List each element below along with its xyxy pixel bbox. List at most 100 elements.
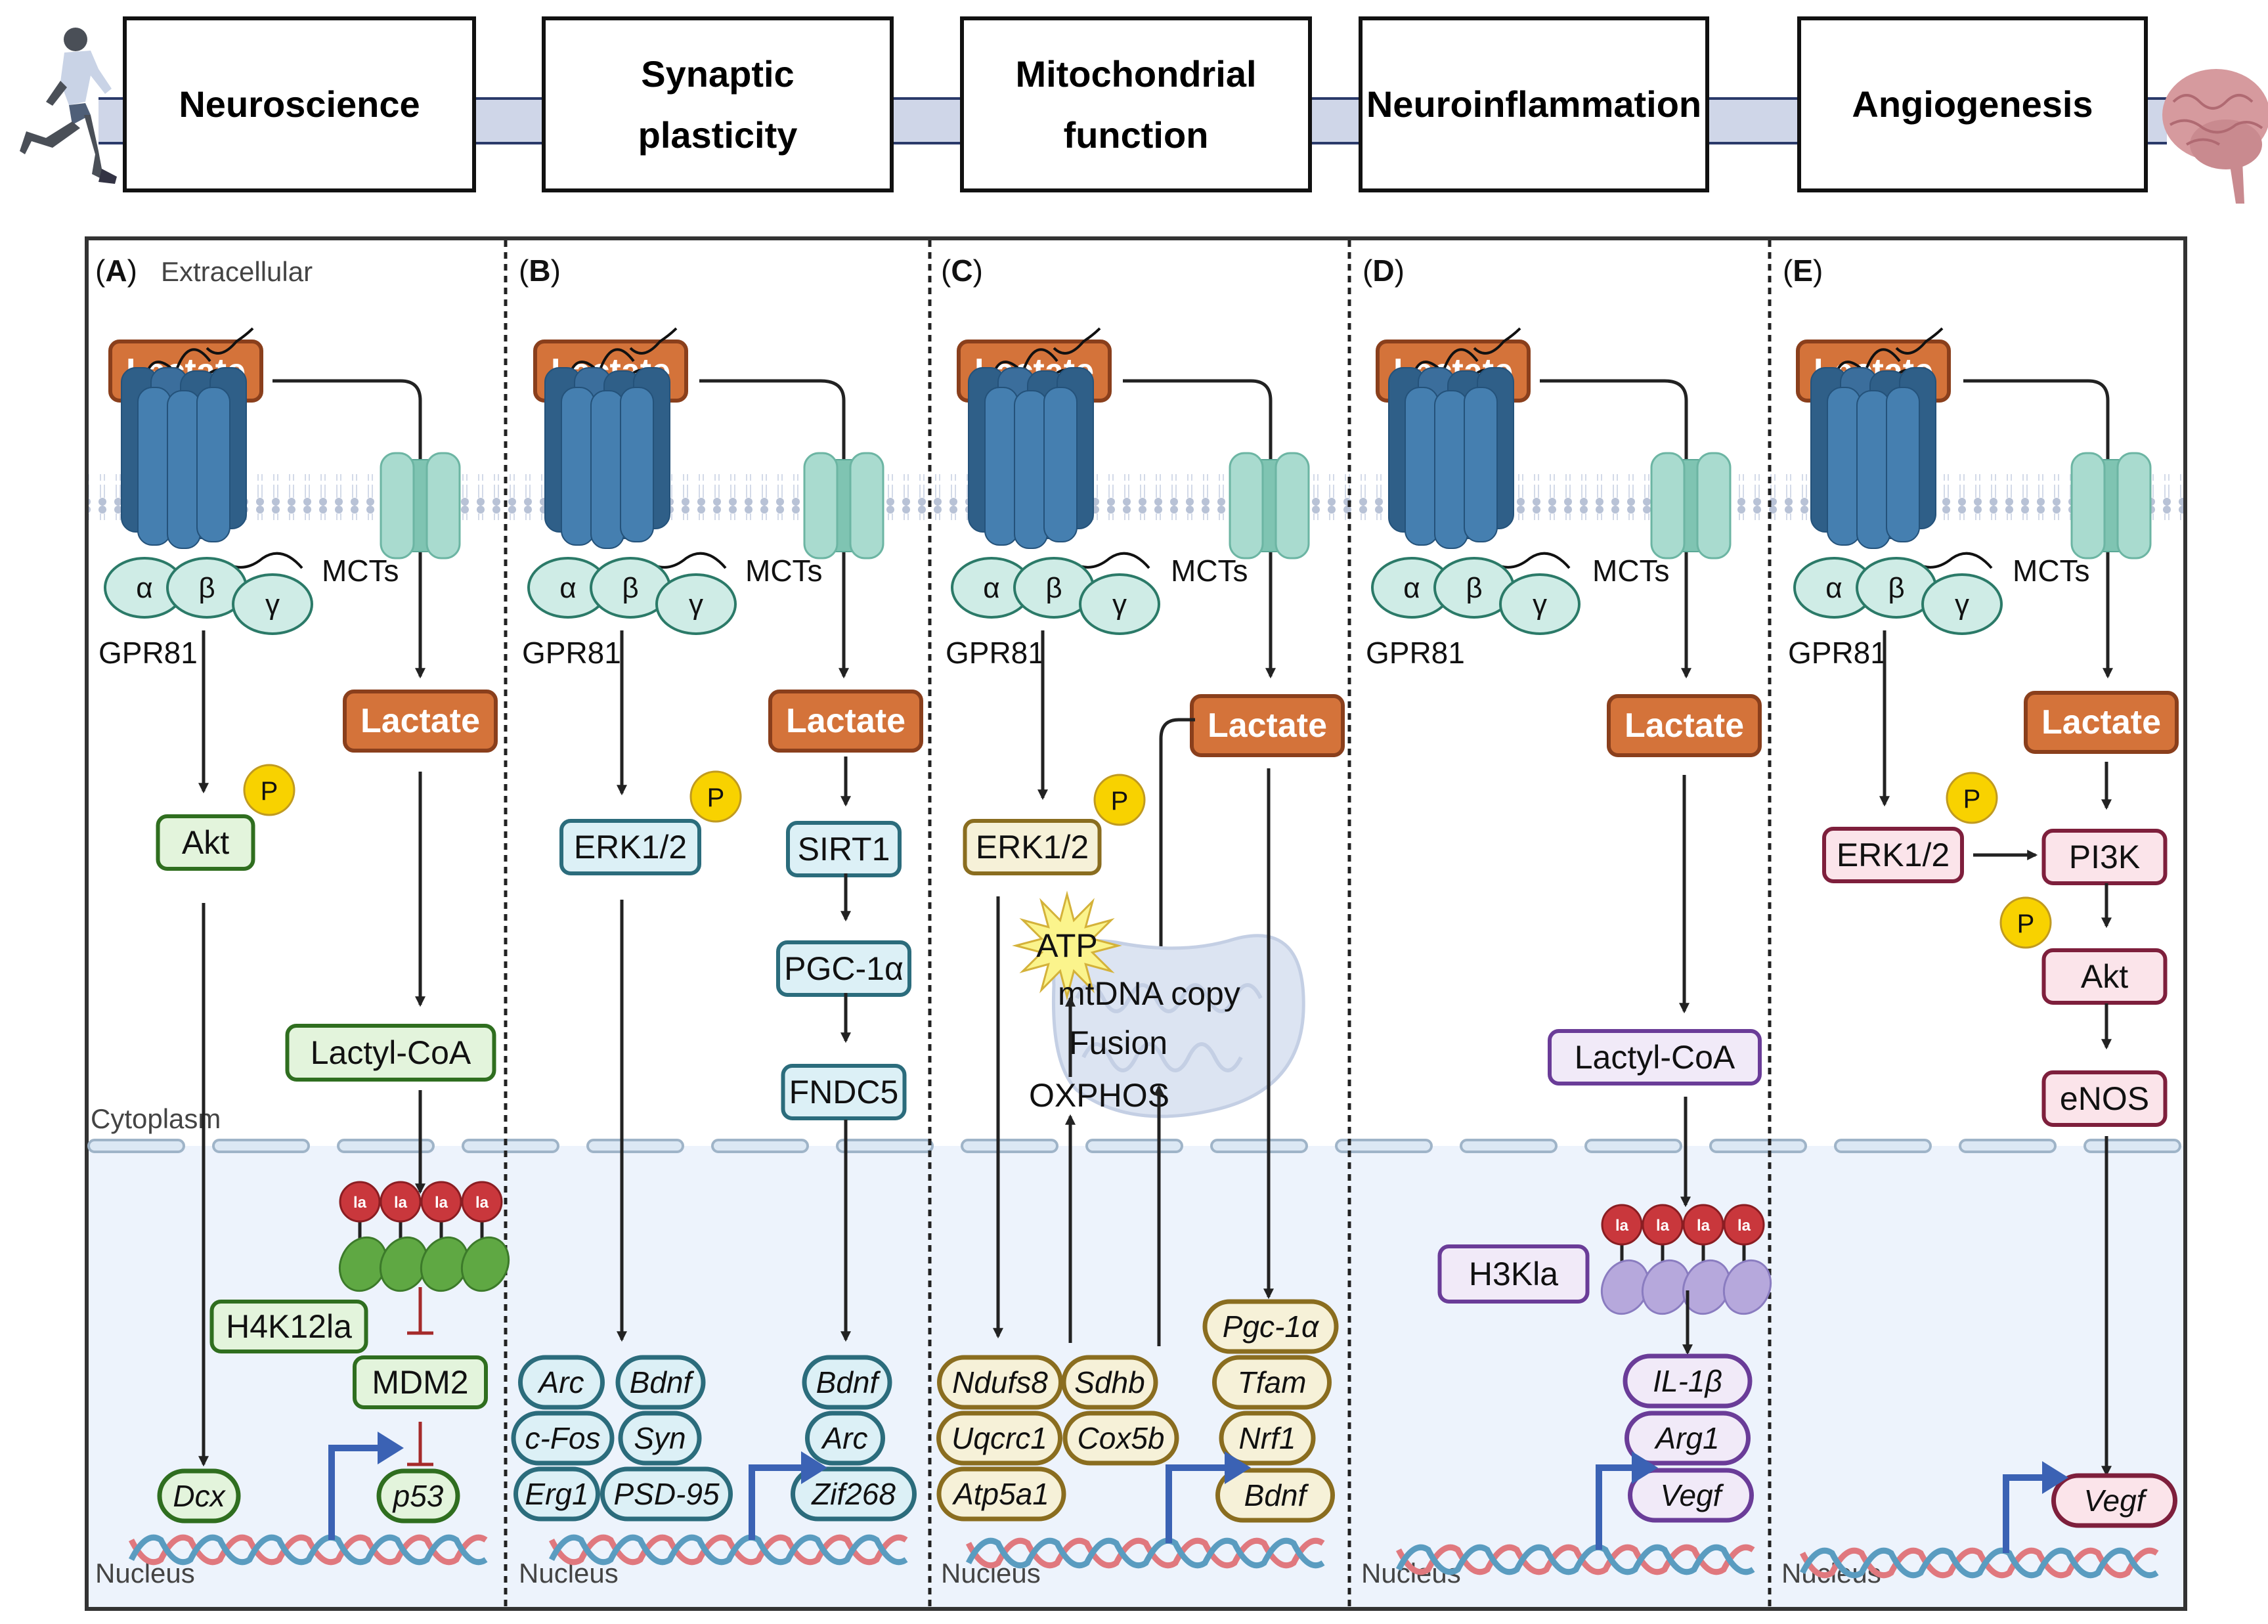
akt-node: Akt (2041, 948, 2168, 1005)
gene-pill (936, 1466, 1066, 1522)
gpr81-label: GPR81 (522, 636, 621, 670)
mct-transporter-icon: MCTs (745, 452, 884, 588)
gene-pill (513, 1466, 600, 1522)
helix (1827, 387, 1861, 546)
mdm2-node-label: MDM2 (372, 1364, 468, 1401)
dna-strand (965, 1537, 1325, 1569)
fusion-label: Fusion (1069, 1024, 1167, 1061)
gene-label: Sdhb (1074, 1365, 1145, 1399)
mcts-label: MCTs (322, 554, 399, 588)
gpr81-label: GPR81 (1366, 636, 1465, 670)
enos-node-shape (2041, 1070, 2168, 1127)
receptor-loops (567, 327, 678, 385)
erk-node-shape (559, 819, 701, 875)
gene-pill (600, 1466, 733, 1522)
dna-helix-icon (548, 1534, 908, 1566)
panel-label: (C) (941, 253, 983, 288)
pgc1a-node: PGC-1α (776, 940, 911, 997)
mct-transporter-icon: MCTs (322, 452, 461, 588)
lactyl-mark (1723, 1204, 1765, 1246)
promoter-arrow-icon (1596, 1451, 1658, 1550)
mitochondrion-icon (1051, 934, 1305, 1118)
panel-label: (A) (95, 253, 137, 288)
subunit-label: γ (1112, 588, 1127, 621)
envelope-segment (1210, 1139, 1308, 1153)
lactate-intracellular: Lactate (768, 690, 923, 753)
phosphate-circle (243, 764, 295, 816)
dna-strand (128, 1534, 488, 1566)
cytoplasm-label: Cytoplasm (91, 1103, 221, 1134)
gene-label: Syn (634, 1421, 686, 1455)
gene-label: Vegf (2084, 1483, 2148, 1518)
helix (196, 387, 230, 542)
mcts-label: MCTs (1171, 554, 1248, 588)
envelope-segment (212, 1139, 310, 1153)
header-box-title: Neuroscience (179, 83, 420, 125)
gene-pill (805, 1411, 885, 1466)
gene-psd95: PSD-95 (600, 1466, 733, 1522)
gene-vegf: Vegf (2051, 1473, 2177, 1528)
header-box-4: Neuroinflammation (1359, 16, 1709, 192)
envelope-segment (1085, 1139, 1183, 1153)
gene-pill (936, 1411, 1062, 1466)
h4k12la-node: H4K12la (209, 1300, 368, 1353)
mct-left (803, 452, 839, 560)
brain-icon (2162, 69, 2268, 204)
dna-helix-icon (1395, 1544, 1755, 1575)
h4k12la-node-shape (209, 1300, 368, 1353)
lactate-intracellular-shape (768, 690, 923, 753)
gene-pill (518, 1355, 605, 1410)
gene-nrf1: Nrf1 (1219, 1411, 1316, 1466)
promoter-line (749, 1464, 804, 1540)
promoter-head (801, 1451, 827, 1484)
envelope-segment (1834, 1139, 1932, 1153)
lactyl-label: la (475, 1194, 489, 1212)
helix (1464, 387, 1498, 542)
dna-helix-icon (1799, 1547, 2159, 1579)
gene-pill (802, 1355, 892, 1410)
receptor-loops (990, 327, 1101, 385)
sirt1-node-shape (786, 821, 902, 877)
nuclear-envelope (87, 1139, 2181, 1153)
h3kla-node-label: H3Kla (1469, 1256, 1558, 1292)
promoter-arrow-icon (749, 1451, 827, 1540)
akt-node-shape (156, 814, 255, 871)
gene-il1: IL-1β (1623, 1353, 1753, 1409)
dna-strand (128, 1534, 488, 1566)
header-box-title: Angiogenesis (1852, 83, 2093, 125)
g-protein-gamma (655, 573, 737, 635)
gene-dcx: Dcx (157, 1468, 241, 1524)
envelope-segment (1335, 1139, 1433, 1153)
phosphate-icon: P (1946, 772, 1998, 824)
mdm2-node: MDM2 (353, 1355, 488, 1409)
gene-uqcrc1: Uqcrc1 (936, 1411, 1062, 1466)
helix (561, 387, 595, 546)
mct-transporter-icon: MCTs (1592, 452, 1732, 588)
mct-left (2070, 452, 2106, 560)
lactate-uptake-arrow (1123, 379, 1276, 679)
pi3k-node-label: PI3K (2069, 839, 2140, 875)
lactate-intracellular-label: Lactate (786, 702, 905, 740)
nucleosome (1722, 1259, 1772, 1315)
subunit-label: α (1403, 572, 1420, 604)
envelope-segment (1460, 1139, 1558, 1153)
lactate-uptake-arrow (699, 379, 850, 679)
gene-atp5a1: Atp5a1 (936, 1466, 1066, 1522)
helix (1014, 390, 1048, 549)
g-protein-gamma (232, 573, 313, 635)
lactate-to-mito-arrow (1155, 718, 1195, 968)
subunit-label: β (1466, 572, 1482, 604)
promoter-line (1166, 1464, 1228, 1543)
gene-pgc1: Pgc-1α (1202, 1299, 1339, 1354)
envelope-segment (87, 1139, 185, 1153)
phosphate-label: P (1111, 787, 1129, 816)
subunit-label: γ (1955, 588, 1969, 621)
phosphate-circle (689, 770, 742, 823)
dna-strand (1395, 1544, 1755, 1575)
fndc5-node-label: FNDC5 (789, 1074, 899, 1110)
envelope-segment (586, 1139, 684, 1153)
dna-strand (1799, 1547, 2159, 1579)
mct-right (425, 452, 461, 560)
promoter-head (378, 1432, 404, 1464)
